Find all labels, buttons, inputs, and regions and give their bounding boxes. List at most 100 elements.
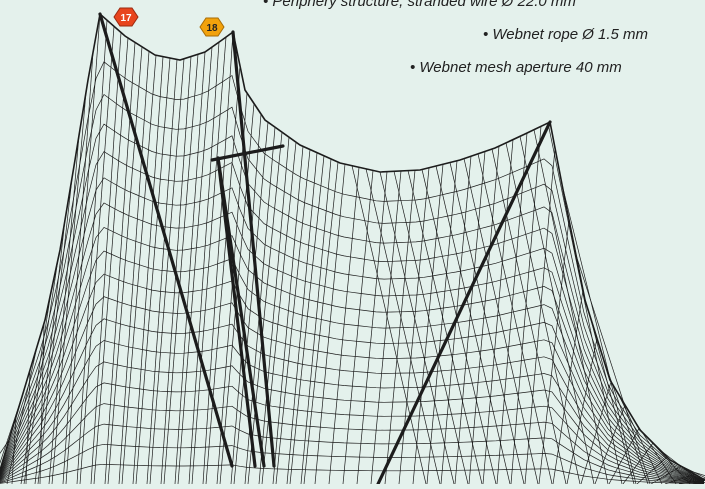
periphery-boundary [0,12,705,481]
mesh-contour-line [0,123,705,481]
periphery-wire [0,12,705,481]
mesh-line [104,42,136,485]
mesh-line [230,113,262,485]
mesh-line [519,136,595,485]
mesh-contour-line [0,443,705,484]
mesh-line [135,57,171,485]
mesh-contour-line [0,423,705,484]
mesh-contour-line [0,382,705,484]
mesh-line [566,338,598,485]
mesh-line [580,381,612,485]
mesh-line [328,167,360,485]
cable-line [376,120,552,486]
mesh-contour-line [0,151,705,482]
mesh-line [552,289,584,485]
mesh-line [289,155,325,485]
mesh-line [79,26,115,485]
marker-17: 17 [113,7,139,27]
mesh-line [216,92,248,485]
marker-17-hexagon-icon [113,7,139,27]
mesh-line [51,92,87,485]
mesh-line [314,164,346,485]
mesh-line [132,56,164,485]
mesh-line [118,51,150,485]
mesh-line [275,149,311,485]
mesh-line [687,469,705,476]
mesh-contour-line [0,177,705,482]
mesh-line [547,122,623,485]
mesh-line [505,142,581,485]
mesh-line [174,51,206,485]
mesh-line [37,177,73,485]
mesh-line [421,169,497,485]
mesh-line [454,151,486,485]
mesh-line [65,13,101,485]
mesh-line [435,165,511,485]
mesh-contour-line [0,340,705,483]
spec-periphery-structure: • Periphery structure, stranded wire Ø 2… [263,0,576,10]
cable-line [210,144,285,162]
mesh-line [393,171,469,485]
mesh-line [23,259,59,485]
mesh-line [163,54,199,485]
mesh-line [202,31,234,485]
mesh-contour-line [0,202,705,482]
mesh-line [533,129,609,485]
mesh-line [407,170,483,485]
mesh-line [575,254,651,485]
marker-18-hexagon-icon [199,17,225,37]
mesh-line [356,171,388,485]
mesh-line [300,158,332,485]
mesh-contour-line [0,463,705,485]
marker-18-label: 18 [206,23,218,34]
mesh-line [426,160,458,485]
spec-webnet-mesh-aperture: • Webnet mesh aperture 40 mm [410,59,622,76]
mesh-line [121,55,157,485]
mesh-line [398,167,430,485]
mesh-contour-line [0,273,705,483]
mesh-contour-line [0,250,705,483]
mesh-line [561,184,637,485]
mesh-line [286,152,318,485]
mesh-line [449,162,525,485]
mesh-line [272,146,304,485]
mesh-line [177,47,213,485]
mesh-line [379,171,455,485]
mesh-contour-line [0,226,705,482]
spec-webnet-rope: • Webnet rope Ø 1.5 mm [483,26,649,43]
mesh-contour-line [0,61,705,481]
marker-17-label: 17 [120,13,132,24]
cable-group [98,12,552,486]
mesh-line [477,153,553,485]
mesh-line [76,20,108,485]
mesh-line [6,346,38,485]
mesh-line [247,132,283,485]
cable-line [231,30,276,468]
mesh-contour-line [0,318,705,483]
mesh-line [491,148,567,485]
cable-line [98,12,234,468]
mesh-line [342,170,374,485]
mesh-line [303,162,339,485]
mesh-line [365,168,441,485]
mesh-contour-line [0,296,705,483]
mesh-line [589,315,635,485]
mesh-line [463,158,539,485]
mesh-line [93,37,129,485]
mesh-line [149,58,185,485]
mesh-contour-line [0,361,705,484]
mesh-line [62,52,94,485]
mesh-contour-line [0,403,705,484]
mesh-line [258,137,290,485]
mesh-line [146,59,178,485]
mesh-line [191,37,227,485]
mesh-line [205,65,241,485]
cable-line [216,156,257,468]
mesh-lines-family-a [0,13,705,485]
mesh-lines-family-b [0,20,705,485]
mesh-line [261,142,297,485]
mesh-line [608,428,640,485]
mesh-line [107,46,143,485]
